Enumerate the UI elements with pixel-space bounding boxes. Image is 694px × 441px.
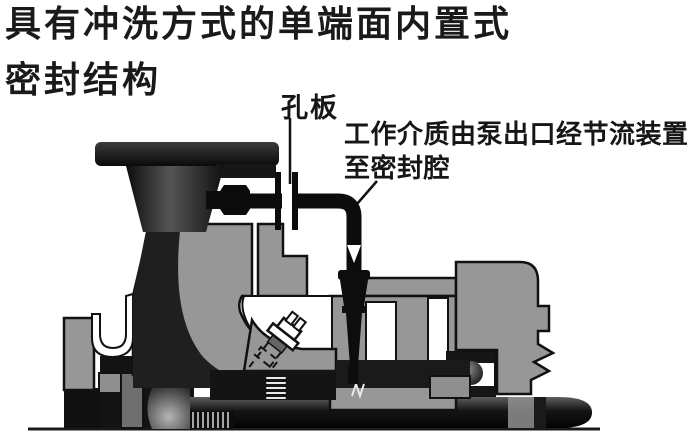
flow-direction-arrow (347, 245, 361, 263)
seal-wave-spring (351, 380, 365, 400)
flush-note-line1: 工作介质由泵出口经节流装置 (344, 119, 689, 149)
seal-spring (266, 377, 286, 399)
pump-shaft (190, 397, 592, 428)
figure-title-line2: 密封结构 (5, 59, 162, 100)
impeller-hub (147, 388, 190, 429)
bearing-frame (454, 260, 556, 396)
discharge-neck (126, 166, 224, 232)
flush-note-leader-line (356, 180, 378, 205)
flush-pipe (248, 193, 362, 274)
flush-note-line2: 至密封腔 (344, 153, 451, 183)
orifice-plate-right (292, 172, 298, 230)
impeller-section (133, 231, 226, 388)
gland-bolt (246, 310, 308, 380)
shaft-thread-section (188, 411, 234, 429)
casing-step-a (98, 372, 124, 394)
seal-seat-insert (429, 375, 471, 399)
shaft-sleeve-band (508, 397, 534, 428)
pipe-orifice-gap (282, 190, 292, 212)
suction-wall (62, 316, 96, 392)
flush-tap-fitting (206, 185, 250, 215)
gland-connector-fitting (338, 270, 370, 384)
casing-cover (256, 222, 309, 298)
flange-understep (216, 164, 276, 178)
orifice-plate-left (275, 172, 281, 230)
figure-title-line1: 具有冲洗方式的单端面内置式 (5, 3, 513, 44)
shaft-band-dark (534, 397, 546, 428)
gland-slot-right (427, 297, 449, 363)
seal-rotary-unit (210, 370, 336, 400)
discharge-flange (95, 142, 279, 166)
orifice-plate-label: 孔板 (281, 93, 339, 123)
suction-channel (91, 292, 134, 359)
